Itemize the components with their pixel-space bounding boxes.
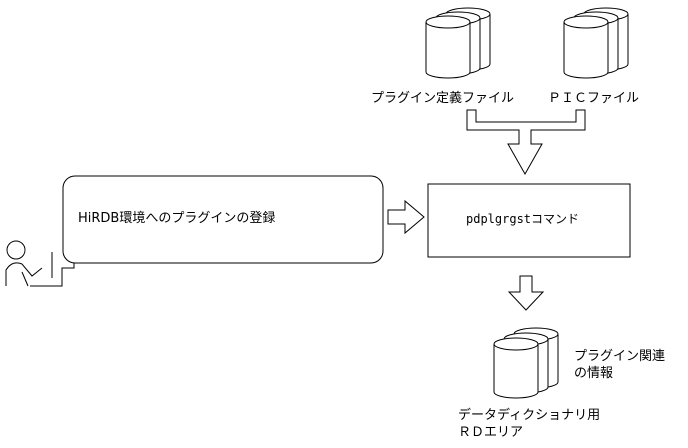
user-person-icon xyxy=(5,240,75,287)
command-box-label: pdplgrgstコマンド xyxy=(466,212,580,226)
plugin-info-label-line2: の情報 xyxy=(574,366,614,381)
plugin-definition-file-cylinders xyxy=(425,7,491,79)
storage-label-line1: データディクショナリ用 xyxy=(458,408,601,423)
command-box xyxy=(427,183,631,258)
pic-file-cylinders xyxy=(563,7,629,79)
right-arrow xyxy=(387,199,425,235)
pic-file-label: ＰＩＣファイル xyxy=(548,91,640,106)
plugin-info-label-line1: プラグイン関連 xyxy=(574,349,666,364)
plugin-definition-file-label: プラグイン定義ファイル xyxy=(371,91,515,106)
down-arrow xyxy=(507,275,545,311)
merge-down-arrow xyxy=(466,109,586,176)
data-dictionary-rdarea-cylinders xyxy=(493,327,559,399)
registration-box-label: HiRDB環境へのプラグインの登録 xyxy=(78,211,276,226)
storage-label-line2: ＲＤエリア xyxy=(458,425,524,440)
registration-box xyxy=(62,175,384,264)
